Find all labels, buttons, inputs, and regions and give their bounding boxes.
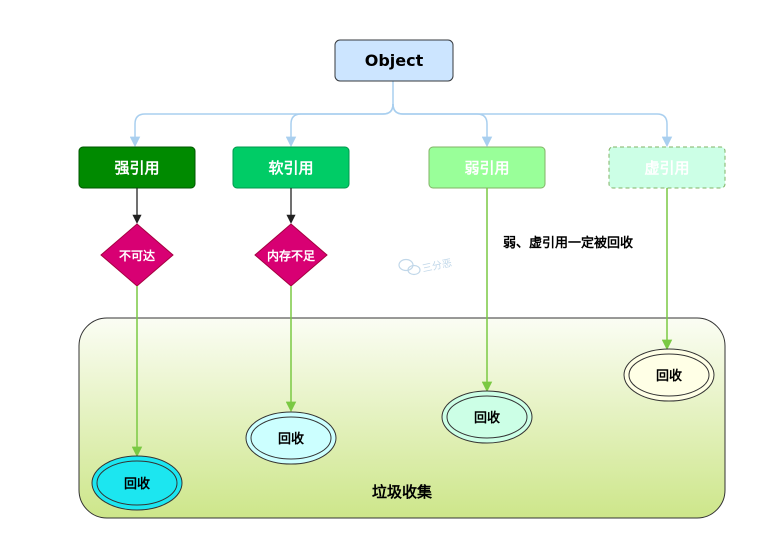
phantom-reference-label: 虚引用 [644, 159, 689, 177]
wechat-icon [398, 258, 421, 276]
soft-reference-label: 软引用 [268, 159, 313, 177]
strong-reference-label: 强引用 [114, 159, 159, 177]
unreachable-label: 不可达 [119, 248, 155, 263]
gc-area [78, 317, 726, 519]
weak-collect-label: 回收 [474, 410, 501, 426]
watermark-text: 三分恶 [421, 257, 453, 275]
soft-collect-ellipse [245, 411, 337, 465]
phantom-collect-ellipse [623, 348, 715, 402]
collect-arrows [131, 188, 673, 458]
strong-collect-label: 回收 [124, 476, 151, 492]
strong-collect-ellipse [91, 455, 183, 511]
object-node [334, 39, 454, 82]
phantom-collect-label: 回收 [656, 368, 683, 384]
weak-reference-label: 弱引用 [464, 159, 509, 177]
note-text: 弱、虚引用一定被回收 [503, 235, 634, 251]
watermark: 三分恶 [398, 257, 453, 276]
gc-area-label: 垃圾收集 [372, 483, 433, 501]
low-memory-label: 内存不足 [267, 248, 315, 263]
weak-collect-ellipse [441, 390, 533, 444]
object-label: Object [365, 51, 424, 70]
root-connectors [129, 81, 673, 148]
phantom-reference-box [608, 146, 726, 189]
soft-collect-label: 回收 [278, 431, 305, 447]
